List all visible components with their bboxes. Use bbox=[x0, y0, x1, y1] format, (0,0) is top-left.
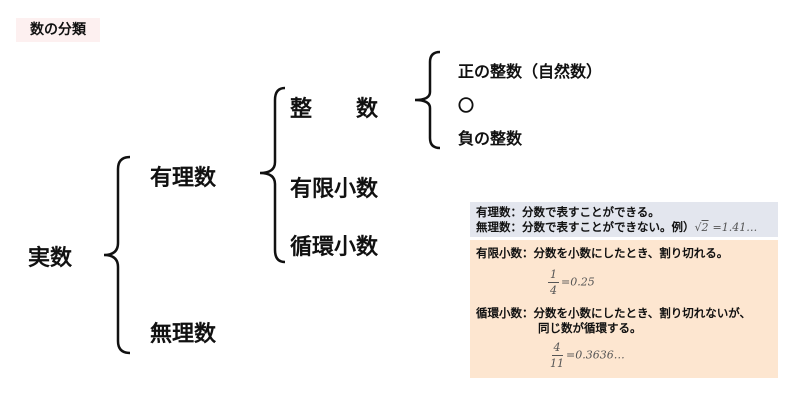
node-zero: 〇 bbox=[458, 96, 475, 115]
sqrt-radicand: 2 bbox=[701, 221, 709, 234]
node-integer: 整 数 bbox=[290, 97, 379, 122]
finite-denominator: 4 bbox=[550, 284, 557, 297]
node-real-numbers: 実数 bbox=[28, 246, 73, 271]
brace-integer bbox=[414, 50, 441, 150]
recurring-denominator: 11 bbox=[550, 357, 564, 370]
finite-definition: 有限小数：分数を小数にしたとき、割り切れる。 bbox=[476, 246, 729, 260]
brace-real bbox=[103, 155, 131, 355]
recurring-definition: 循環小数：分数を小数にしたとき、割り切れないが、 bbox=[476, 306, 751, 320]
sqrt-symbol: √2 bbox=[694, 221, 709, 234]
node-negative-integer: 負の整数 bbox=[458, 129, 523, 148]
node-rational: 有理数 bbox=[150, 166, 217, 191]
finite-value: =0.25 bbox=[561, 275, 595, 289]
recurring-value: =0.3636… bbox=[566, 348, 625, 362]
recurring-definition-cont: 同じ数が循環する。 bbox=[538, 321, 642, 335]
node-finite-decimal: 有限小数 bbox=[290, 177, 379, 202]
node-positive-integer: 正の整数（自然数） bbox=[458, 62, 603, 81]
rational-irrational-note: 有理数：分数で表すことができる。 無理数：分数で表すことができない。例）√2 =… bbox=[470, 202, 778, 237]
sqrt-value: =1.41… bbox=[712, 221, 758, 234]
rational-definition: 有理数：分数で表すことができる。 bbox=[476, 205, 660, 219]
brace-rational bbox=[259, 86, 286, 264]
irrational-definition: 無理数：分数で表すことができない。例） bbox=[476, 220, 695, 234]
node-recurring-decimal: 循環小数 bbox=[290, 235, 379, 260]
finite-numerator: 1 bbox=[548, 268, 559, 283]
page-title: 数の分類 bbox=[16, 18, 100, 42]
recurring-numerator: 4 bbox=[551, 341, 563, 356]
node-irrational: 無理数 bbox=[150, 322, 217, 347]
irrational-definition-line: 無理数：分数で表すことができない。例）√2 =1.41… bbox=[476, 220, 772, 235]
